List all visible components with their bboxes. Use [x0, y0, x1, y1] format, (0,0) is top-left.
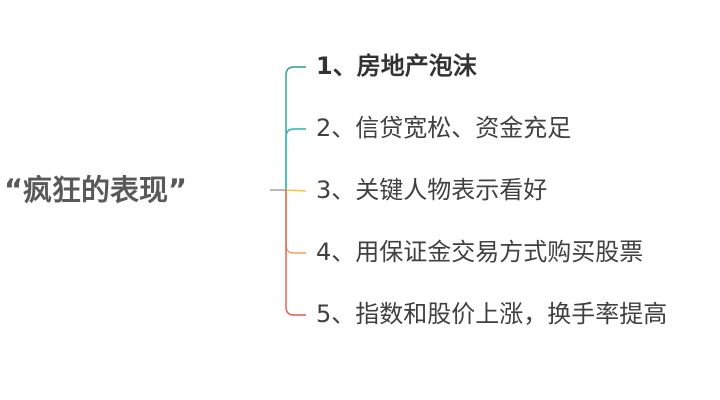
root-node[interactable]: “疯狂的表现” [4, 173, 188, 207]
branch-connector-2 [285, 128, 306, 190]
branch-connector-3 [285, 189, 307, 192]
branch-node-2[interactable]: 2、信贷宽松、资金充足 [316, 114, 572, 142]
branch-node-3[interactable]: 3、关键人物表示看好 [316, 176, 548, 204]
branch-node-4[interactable]: 4、用保证金交易方式购买股票 [316, 238, 644, 266]
branch-node-5[interactable]: 5、指数和股价上涨，换手率提高 [316, 300, 668, 328]
branch-node-1[interactable]: 1、房地产泡沫 [316, 52, 477, 80]
branch-connector-5 [285, 190, 306, 316]
branch-connector-4 [285, 190, 306, 254]
branch-connector-1 [285, 66, 306, 190]
